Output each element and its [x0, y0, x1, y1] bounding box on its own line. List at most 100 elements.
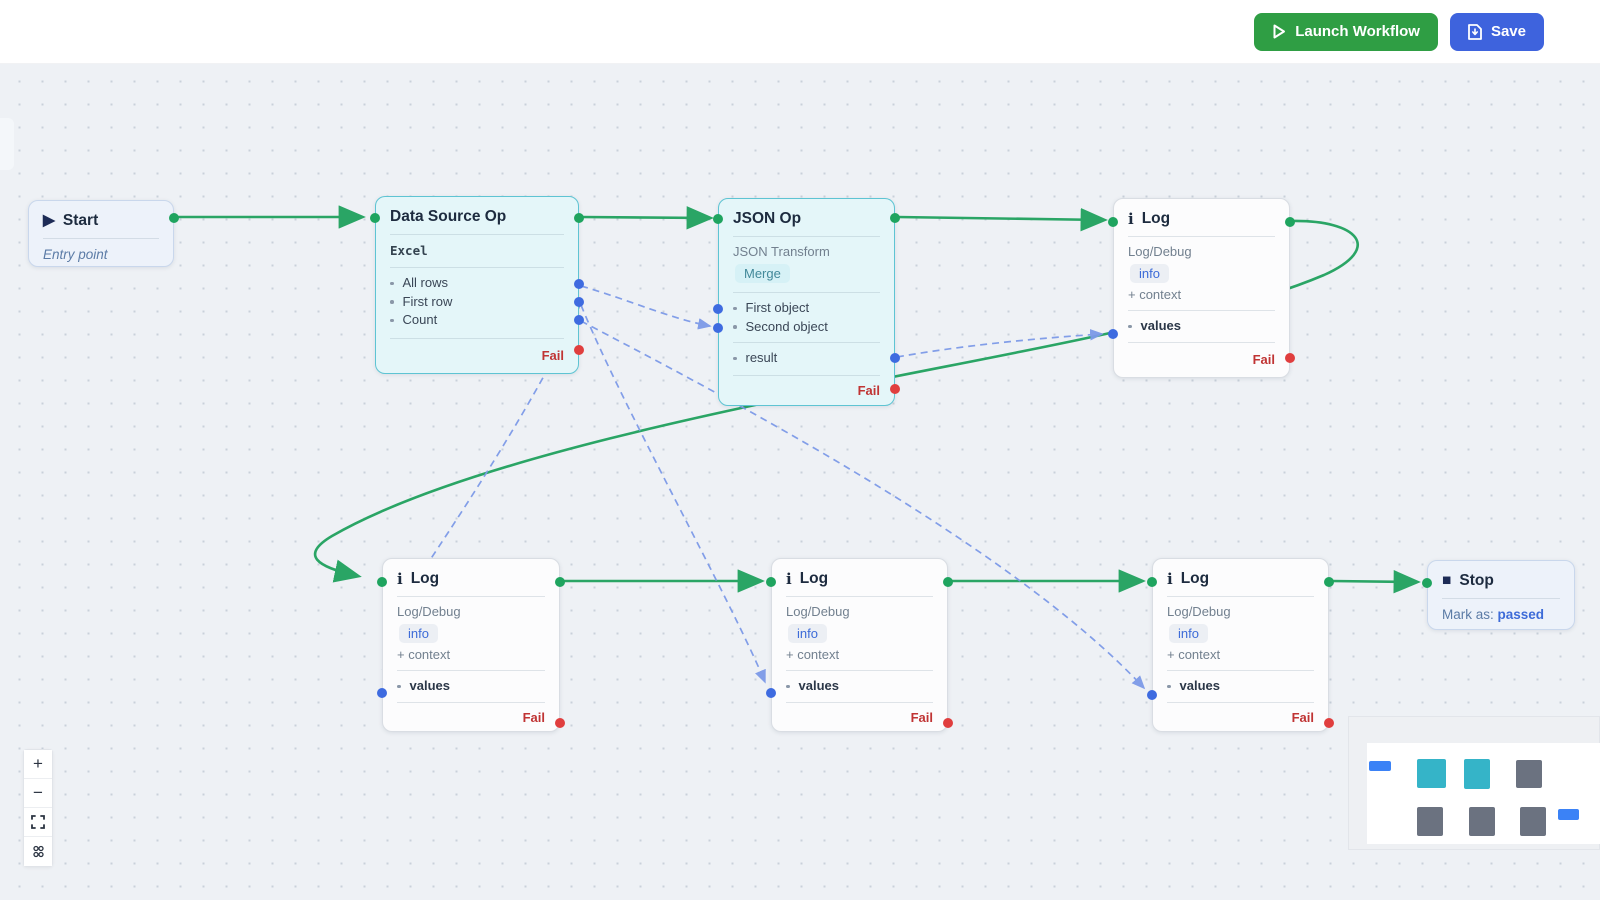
values-input-handle[interactable] — [377, 688, 387, 698]
fail-output-handle[interactable] — [1324, 718, 1334, 728]
data-source-type: Excel — [390, 243, 428, 258]
node-title: Data Source Op — [390, 208, 507, 225]
grid-dots-icon — [32, 845, 44, 858]
edge-datasource-to-jsonop[interactable] — [580, 206, 714, 230]
node-stop[interactable]: ■Stop Mark as: passed — [1422, 560, 1575, 630]
edge-log3-to-stop[interactable] — [1330, 570, 1421, 594]
fit-view-button[interactable] — [24, 808, 52, 837]
input-handle[interactable] — [1108, 217, 1118, 227]
node-data-source-op[interactable]: Data Source Op Excel All rows First row … — [370, 196, 584, 374]
input-row: Second object — [733, 318, 880, 337]
toolbar: Launch Workflow Save — [0, 0, 1600, 64]
input-handle[interactable] — [370, 213, 380, 223]
canvas-controls: + − — [23, 749, 53, 867]
fail-output-handle[interactable] — [943, 718, 953, 728]
start-output-handle[interactable] — [169, 213, 179, 223]
input-handle[interactable] — [766, 577, 776, 587]
output-handle[interactable] — [1324, 577, 1334, 587]
input-handle[interactable] — [713, 214, 723, 224]
input-handle[interactable] — [377, 577, 387, 587]
result-row: result — [733, 349, 880, 368]
output-handle[interactable] — [555, 577, 565, 587]
log-subtitle: Log/Debug — [1128, 244, 1192, 259]
values-row: values — [786, 677, 933, 696]
edge-count-to-log3-values[interactable] — [580, 320, 1146, 690]
log-subtitle: Log/Debug — [1167, 604, 1231, 619]
values-row: values — [1128, 317, 1275, 336]
fit-view-icon — [31, 815, 45, 829]
result-output-handle[interactable] — [890, 353, 900, 363]
edge-allrows-to-secondobject[interactable] — [580, 285, 712, 330]
info-icon: i — [397, 570, 403, 588]
input-row: First object — [733, 299, 880, 318]
output-handle[interactable] — [943, 577, 953, 587]
output-row: Count — [390, 311, 564, 330]
input-handle[interactable] — [1422, 578, 1432, 588]
fail-output-handle[interactable] — [1285, 353, 1295, 363]
firstobject-input-handle[interactable] — [713, 304, 723, 314]
edge-firstrow-to-log2-values[interactable] — [580, 304, 766, 684]
node-title: JSON Op — [733, 210, 802, 227]
minimap-node-log-2 — [1469, 807, 1495, 836]
values-input-handle[interactable] — [1108, 329, 1118, 339]
info-icon: i — [786, 570, 792, 588]
flow-canvas[interactable]: ▶Start Entry point Data Source Op Excel … — [0, 64, 1600, 900]
stop-square-icon: ■ — [1442, 572, 1452, 589]
log-subtitle: Log/Debug — [397, 604, 461, 619]
allrows-output-handle[interactable] — [574, 279, 584, 289]
context-label: + context — [1167, 647, 1221, 662]
node-start[interactable]: ▶Start Entry point — [28, 200, 179, 267]
status-passed: passed — [1497, 607, 1545, 622]
node-json-op[interactable]: JSON Op JSON Transform Merge First objec… — [713, 198, 900, 406]
output-row: All rows — [390, 274, 564, 293]
log-subtitle: Log/Debug — [786, 604, 850, 619]
firstrow-output-handle[interactable] — [574, 297, 584, 307]
output-row: First row — [390, 293, 564, 312]
info-badge: info — [788, 624, 827, 643]
save-button[interactable]: Save — [1449, 12, 1544, 51]
start-subtitle: Entry point — [43, 247, 108, 262]
edge-firstrow-to-log1-values[interactable] — [381, 302, 582, 684]
minimap-node-json-op — [1464, 759, 1490, 789]
merge-badge: Merge — [735, 264, 790, 283]
play-icon — [1272, 24, 1286, 39]
values-input-handle[interactable] — [766, 688, 776, 698]
fail-label: Fail — [1252, 352, 1275, 367]
context-label: + context — [1128, 287, 1182, 302]
fail-label: Fail — [910, 709, 933, 725]
output-handle[interactable] — [890, 213, 900, 223]
values-row: values — [1167, 677, 1314, 696]
context-label: + context — [397, 647, 451, 662]
values-input-handle[interactable] — [1147, 690, 1157, 700]
fail-label: Fail — [541, 348, 564, 363]
count-output-handle[interactable] — [574, 315, 584, 325]
input-handle[interactable] — [1147, 577, 1157, 587]
minimap-node-log-3 — [1520, 807, 1546, 836]
output-handle[interactable] — [574, 213, 584, 223]
toggle-grid-button[interactable] — [24, 837, 52, 866]
launch-workflow-button[interactable]: Launch Workflow — [1254, 12, 1438, 51]
zoom-out-button[interactable]: − — [24, 779, 52, 808]
output-handle[interactable] — [1285, 217, 1295, 227]
mark-as-row: Mark as: passed — [1442, 607, 1545, 622]
info-badge: info — [1169, 624, 1208, 643]
edge-jsonop-to-log[interactable] — [896, 207, 1108, 232]
zoom-in-button[interactable]: + — [24, 750, 52, 779]
secondobject-input-handle[interactable] — [713, 323, 723, 333]
fail-label: Fail — [522, 709, 545, 725]
edges-layer — [176, 205, 1421, 690]
minimap[interactable] — [1348, 716, 1600, 850]
values-row: values — [397, 677, 545, 696]
save-icon — [1468, 23, 1482, 40]
minimap-node-log-1 — [1417, 807, 1443, 836]
minimap-node-log-top — [1516, 760, 1542, 788]
fail-output-handle[interactable] — [890, 384, 900, 394]
edge-result-to-log-values[interactable] — [896, 328, 1104, 358]
fail-output-handle[interactable] — [555, 718, 565, 728]
fail-output-handle[interactable] — [574, 345, 584, 355]
edge-log-loop-to-log1[interactable] — [313, 219, 1359, 583]
